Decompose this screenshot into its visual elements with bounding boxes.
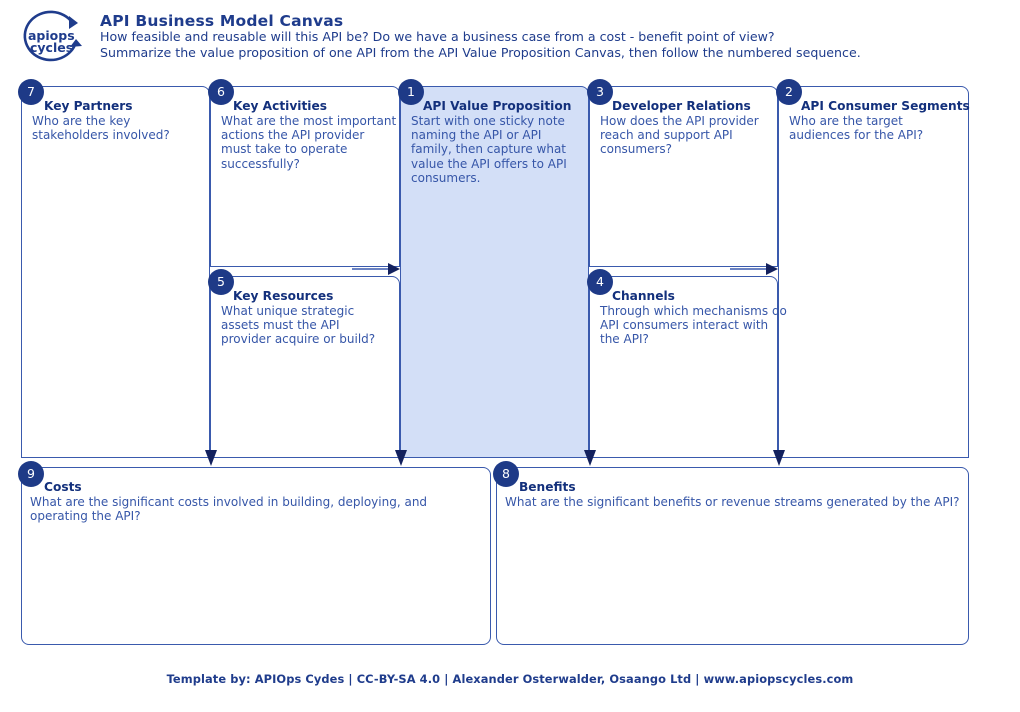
svg-text:apiops: apiops [28, 28, 75, 43]
connector-arrow-down-key-partners [202, 448, 220, 468]
step-badge-7: 7 [18, 79, 44, 105]
cell-description-api-value-proposition: Start with one sticky note naming the AP… [411, 114, 567, 185]
cell-title-developer-relations: Developer Relations [612, 99, 751, 113]
page-title: API Business Model Canvas [100, 12, 344, 30]
connector-arrow-down-key-resources [392, 448, 410, 468]
cell-channels[interactable]: Channels Through which mechanisms do API… [589, 276, 787, 458]
footer-attribution-text: Template by: APIOps Cydes | CC-BY-SA 4.0… [166, 672, 854, 686]
svg-text:cycles: cycles [30, 40, 73, 55]
cell-description-key-resources: What unique strategic assets must the AP… [221, 304, 376, 347]
cell-title-api-consumer-segments: API Consumer Segments [801, 99, 970, 113]
cell-description-api-consumer-segments: Who are the target audiences for the API… [789, 114, 924, 143]
cell-api-value-proposition[interactable]: API Value Proposition Start with one sti… [400, 86, 589, 458]
step-badge-6: 6 [208, 79, 234, 105]
cell-api-consumer-segments[interactable]: API Consumer Segments Who are the target… [778, 86, 970, 458]
apiops-cycles-logo-icon: apiops cycles [14, 8, 92, 66]
step-badge-8: 8 [493, 461, 519, 487]
step-badge-4: 4 [587, 269, 613, 295]
step-badge-1: 1 [398, 79, 424, 105]
canvas-footer: Template by: APIOps Cydes | CC-BY-SA 4.0… [0, 668, 1020, 687]
step-badge-2: 2 [776, 79, 802, 105]
header-text-block: API Business Model Canvas How feasible a… [100, 13, 1010, 61]
cell-description-benefits: What are the significant benefits or rev… [505, 495, 960, 509]
cell-title-key-partners: Key Partners [44, 99, 133, 113]
canvas-header: apiops cycles API Business Model Canvas … [0, 0, 1020, 72]
cell-title-key-activities: Key Activities [233, 99, 327, 113]
cell-costs[interactable]: Costs What are the significant costs inv… [21, 467, 491, 645]
cell-title-key-resources: Key Resources [233, 289, 334, 303]
cell-description-key-partners: Who are the key stakeholders involved? [32, 114, 170, 143]
cell-developer-relations[interactable]: Developer Relations How does the API pro… [589, 86, 778, 267]
cell-key-partners[interactable]: Key Partners Who are the key stakeholder… [21, 86, 210, 458]
cell-key-activities[interactable]: Key Activities What are the most importa… [210, 86, 400, 267]
connector-arrow-down-value-proposition [581, 448, 599, 468]
step-badge-3: 3 [587, 79, 613, 105]
step-badge-5: 5 [208, 269, 234, 295]
step-badge-9: 9 [18, 461, 44, 487]
canvas-subtitle-line-2: Summarize the value proposition of one A… [100, 45, 861, 60]
connector-arrow-activities-to-value-prop [352, 260, 404, 278]
cell-description-developer-relations: How does the API provider reach and supp… [600, 114, 759, 157]
connector-arrow-down-channels [770, 448, 788, 468]
cell-title-api-value-proposition: API Value Proposition [423, 99, 572, 113]
cell-key-resources[interactable]: Key Resources What unique strategic asse… [210, 276, 400, 458]
connector-arrow-channels-to-consumer-segments [730, 260, 782, 278]
cell-title-channels: Channels [612, 289, 675, 303]
cell-title-costs: Costs [44, 480, 82, 494]
cell-description-key-activities: What are the most important actions the … [221, 114, 397, 171]
cell-description-channels: Through which mechanisms do API consumer… [600, 304, 787, 347]
cell-benefits[interactable]: Benefits What are the significant benefi… [496, 467, 969, 645]
cell-description-costs: What are the significant costs involved … [30, 495, 428, 524]
canvas-subtitle-line-1: How feasible and reusable will this API … [100, 29, 775, 44]
cell-title-benefits: Benefits [519, 480, 576, 494]
